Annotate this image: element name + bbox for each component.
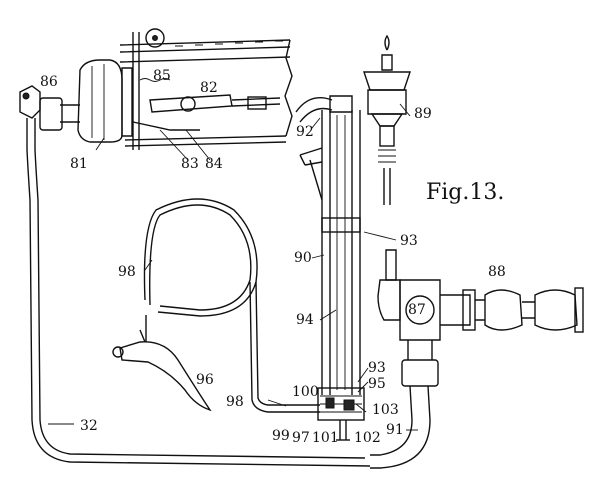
valve-assembly [370,249,584,469]
lever-handle [112,315,212,412]
label-102: 102 [354,430,381,446]
label-100: 100 [292,384,319,400]
reference-numerals: 86 85 82 81 83 84 92 89 93 98 90 88 87 9… [40,68,506,446]
label-92: 92 [296,124,314,140]
label-97: 97 [292,430,310,446]
figure-title: Fig.13. [426,180,504,205]
label-90: 90 [294,250,312,266]
label-86: 86 [40,74,58,90]
label-93-lower: 93 [368,360,386,376]
label-87: 87 [408,302,426,318]
label-88: 88 [488,264,506,280]
label-89: 89 [414,106,432,122]
label-98-lower: 98 [226,394,244,410]
lamp-assembly [363,34,411,205]
label-103: 103 [372,402,399,418]
label-83: 83 [181,156,199,172]
label-95: 95 [368,376,386,392]
label-85: 85 [153,68,171,84]
label-94: 94 [296,312,314,328]
label-91: 91 [386,422,404,438]
label-84: 84 [205,156,223,172]
label-81: 81 [70,156,88,172]
pulley [145,28,165,48]
label-32: 32 [80,418,98,434]
label-82: 82 [200,80,218,96]
label-96: 96 [196,372,214,388]
label-93-upper: 93 [400,233,418,249]
label-98-upper: 98 [118,264,136,280]
bottle-assembly [19,59,371,467]
label-101: 101 [312,430,339,446]
leader-lines [48,103,418,431]
coiled-tube [143,198,320,413]
label-99: 99 [272,428,290,444]
central-cylinder [295,95,365,441]
